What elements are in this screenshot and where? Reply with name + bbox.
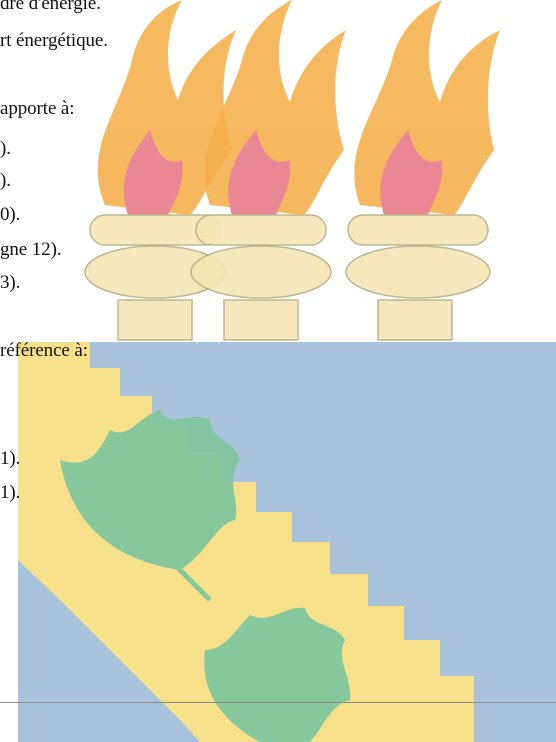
torch-right-ring (345, 245, 491, 299)
torch-right (345, 0, 500, 341)
torch-left (84, 0, 236, 341)
text-line-11: 1). (0, 482, 21, 503)
text-line-8: 3). (0, 272, 21, 293)
text-line-3: apporte à: (0, 98, 75, 119)
horizontal-rule (0, 702, 556, 703)
torch-right-base (377, 299, 453, 341)
text-line-7: gne 12). (0, 239, 62, 260)
torch-middle-ring (190, 245, 332, 299)
flame-right-inner (380, 130, 443, 215)
text-line-9: référence à: (0, 340, 88, 361)
text-line-5: ). (0, 170, 11, 191)
palm-lower-fan (204, 607, 351, 742)
shield-diagonal-band-lower (18, 560, 200, 742)
text-line-10: 1). (0, 448, 21, 469)
palm-upper (60, 410, 240, 602)
torch-middle-base (223, 299, 299, 341)
torch-middle-cup (195, 214, 327, 246)
flame-left-inner (123, 130, 183, 215)
flame-middle-inner (228, 130, 291, 215)
text-line-1: dre d'énergie. (0, 0, 101, 14)
text-line-4: ). (0, 138, 11, 159)
text-line-2: rt énergétique. (0, 30, 108, 51)
text-line-6: 0). (0, 204, 21, 225)
torch-left-base (117, 299, 193, 341)
palm-upper-stem (176, 566, 212, 602)
torch-middle (190, 0, 346, 341)
torch-right-cup (347, 214, 489, 246)
palm-upper-fan (60, 410, 240, 570)
palm-lower (204, 607, 351, 742)
